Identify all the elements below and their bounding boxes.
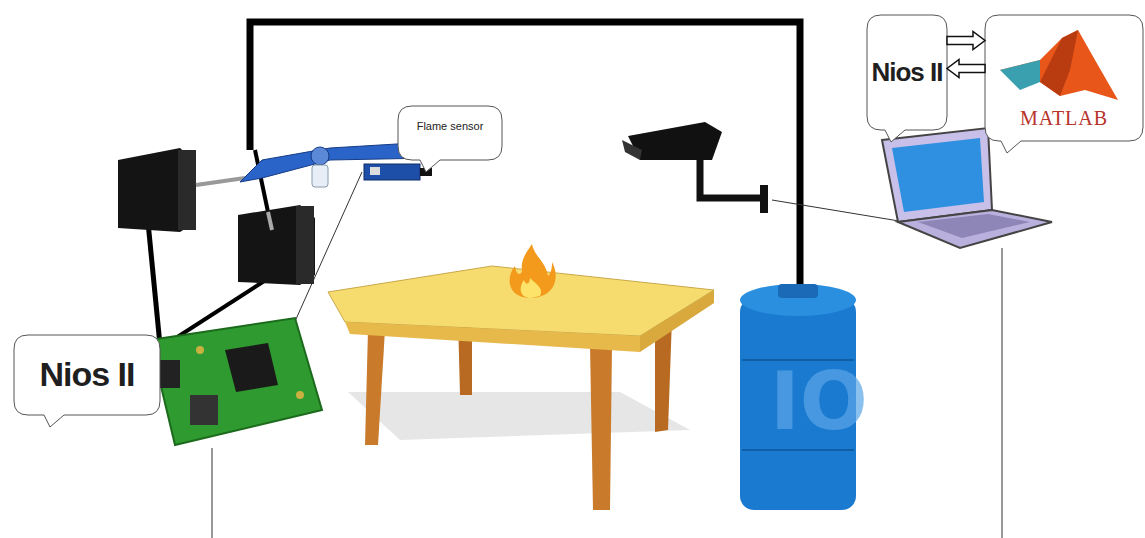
callout-bubble: MATLAB: [985, 15, 1143, 141]
motor-cable: [148, 222, 160, 345]
arm-joint: [311, 147, 329, 165]
callout-bubble: Flame sensor: [398, 106, 502, 160]
block-arrow: [947, 60, 985, 78]
bubble-shape: [14, 335, 160, 427]
bubble-text: MATLAB: [1020, 107, 1108, 130]
camera: [622, 122, 768, 213]
laptop-screen: [892, 138, 984, 212]
bubble-text: Nios II: [871, 57, 942, 88]
block-arrow: [947, 32, 985, 50]
callout-bubble: Nios II: [867, 15, 947, 130]
stepper-motor: [238, 205, 315, 285]
stepper-motor: [118, 148, 245, 232]
component: [296, 391, 304, 399]
flame: [510, 244, 556, 298]
flame-core: [521, 278, 541, 298]
nozzle: [312, 165, 328, 187]
pcb: [150, 318, 322, 445]
camera-mount: [700, 160, 760, 198]
table: [328, 266, 714, 510]
camera-cable: [772, 200, 905, 222]
component: [196, 346, 204, 354]
bubble-shape: [985, 15, 1143, 153]
bubble-shape: [398, 106, 502, 172]
laptop: [882, 128, 1052, 248]
table-edge: [345, 322, 640, 352]
tank-ring: [742, 449, 854, 451]
table-shadow: [348, 392, 690, 440]
camera-lens: [622, 140, 642, 160]
camera-plate: [760, 185, 768, 213]
sensor-board: [364, 164, 420, 180]
table-leg: [590, 345, 612, 510]
wire: [212, 448, 213, 538]
table-leg: [365, 330, 385, 445]
laptop-lid: [882, 128, 992, 222]
connector: [190, 395, 218, 425]
motor-body: [238, 205, 315, 285]
sensor-chip: [370, 167, 380, 175]
tank-logo: IO: [770, 355, 868, 448]
tank-lid: [778, 284, 818, 298]
motor-face: [296, 206, 314, 284]
fpga-chip: [225, 343, 278, 392]
bubble-text: Flame sensor: [417, 120, 484, 132]
motor-body: [118, 148, 196, 232]
fpga-board: [150, 318, 322, 445]
motor-face: [178, 150, 196, 230]
callout-bubble: Nios II: [14, 335, 160, 415]
flame-sensor: [364, 164, 432, 180]
bubble-outline: [398, 106, 502, 160]
laptop-base: [898, 210, 1052, 248]
tank-top: [740, 284, 856, 316]
fire: [510, 244, 556, 298]
bubble-text: Nios II: [39, 355, 134, 394]
camera-body: [628, 122, 722, 160]
motor-shaft: [268, 212, 272, 230]
table-edge: [640, 290, 714, 352]
keyboard: [918, 214, 1030, 238]
bubble-shape: [867, 15, 947, 142]
motor-shaft: [196, 178, 245, 185]
wire: [1002, 248, 1003, 538]
